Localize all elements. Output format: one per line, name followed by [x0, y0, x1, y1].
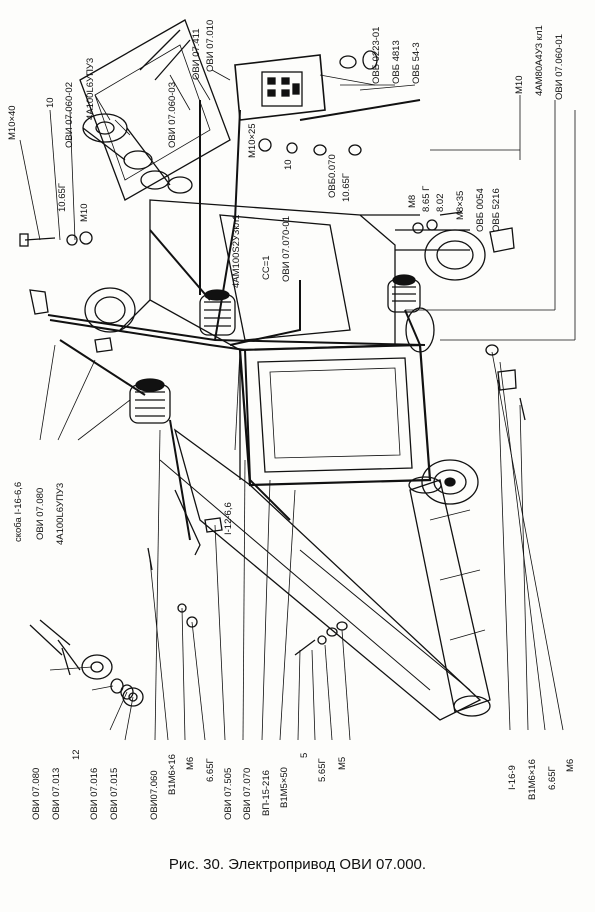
label-ovi-411: ОВИ 07.411	[191, 28, 202, 80]
label-10-65g-mid: 10.65Г	[341, 173, 352, 202]
label-ovb-54-3: ОВБ 54-3	[411, 42, 422, 84]
label-m10-right: М10	[514, 75, 525, 94]
label-ovi-060: ОВИ07.060	[149, 770, 160, 820]
motor-right	[387, 274, 421, 313]
label-i16-9: I-16-9	[507, 765, 518, 790]
label-ovi-060-02: ОВИ 07.060-02	[64, 82, 75, 148]
label-ovi-070: ОВИ 07.070	[242, 767, 253, 820]
label-v1m6x16-r: В1М6×16	[527, 759, 538, 800]
label-ovb0070: ОВБ0.070	[327, 154, 338, 198]
control-box	[234, 50, 378, 121]
label-m5: М5	[337, 756, 348, 770]
label-ovb-0054: ОВБ 0054	[475, 188, 486, 232]
label-m10x40: М10×40	[7, 105, 18, 140]
label-motor-4a100l6: 4А100L6УПУ3	[85, 57, 96, 120]
label-ovi-080: ОВИ 07.080	[31, 767, 42, 820]
label-motor-4a100l6-left: 4А100L6УПУ3	[55, 482, 66, 545]
label-m6-r: М6	[565, 758, 576, 772]
label-v1m5x50: В1М5×50	[279, 767, 290, 808]
label-i12-66: I-12-6,6	[223, 502, 234, 535]
connector-parts	[29, 619, 144, 707]
figure-caption: Рис. 30. Электропривод ОВИ 07.000.	[168, 856, 427, 873]
label-12: 12	[71, 749, 82, 760]
label-8-02: 8.02	[435, 193, 446, 213]
cable-runs	[47, 99, 426, 541]
label-ovi-070-01: ОВИ 07.070-01	[281, 216, 292, 282]
label-ovb-0223-01: ОВБ 0223-01	[371, 26, 382, 84]
label-ovi-080-top: ОВИ 07.080	[35, 487, 46, 540]
auger-tube	[408, 476, 491, 717]
label-motor-4am100s: 4АМ100S2У3кл1	[231, 214, 242, 288]
label-ovi-016: ОВИ 07.016	[89, 767, 100, 820]
label-m10x25: М10×25	[247, 123, 258, 158]
motor-left	[129, 378, 171, 424]
label-6-65g: 6.65Г	[205, 758, 216, 782]
label-5: 5	[299, 752, 310, 758]
label-m8: М8	[407, 194, 418, 208]
leader-lines	[19, 69, 576, 741]
label-10b: 10	[283, 159, 294, 170]
label-8-65g: 8.65 Г	[421, 185, 432, 212]
label-5-65g: 5.65Г	[317, 758, 328, 782]
label-ovi-013: ОВИ 07.013	[51, 767, 62, 820]
label-motor-4am80: 4АМ80А4У3 кл1	[534, 25, 545, 96]
label-m10-left: М10	[79, 203, 90, 222]
label-vp-15-216: ВП-15-216	[261, 770, 272, 816]
label-6-65g-r: 6.65Г	[547, 766, 558, 790]
label-ovb-4813: ОВБ 4813	[391, 40, 402, 84]
label-10: 10	[45, 97, 56, 108]
label-ovb-5216: ОВБ 5216	[491, 188, 502, 232]
label-m6: М6	[185, 756, 196, 770]
label-ovi-505: ОВИ 07.505	[223, 767, 234, 820]
label-skoba: скоба I-16-6,6	[13, 481, 24, 542]
label-ovi-060-01: ОВИ 07.060-01	[554, 34, 565, 100]
label-ovi-015: ОВИ 07.015	[109, 767, 120, 820]
wheels	[84, 229, 486, 505]
machine-frame	[119, 199, 482, 721]
upper-conveyor	[79, 19, 231, 201]
label-m8x35: М8×35	[455, 190, 466, 220]
label-cc1: СС=1	[261, 255, 272, 280]
hardware-parts	[19, 138, 526, 656]
label-v1m6x16: В1М6×16	[167, 754, 178, 795]
label-10-65g-left: 10.65Г	[57, 183, 68, 212]
label-ovi-010: ОВИ 07.010	[205, 19, 216, 72]
label-ovi-060-03: ОВИ 07.060-03	[167, 82, 178, 148]
